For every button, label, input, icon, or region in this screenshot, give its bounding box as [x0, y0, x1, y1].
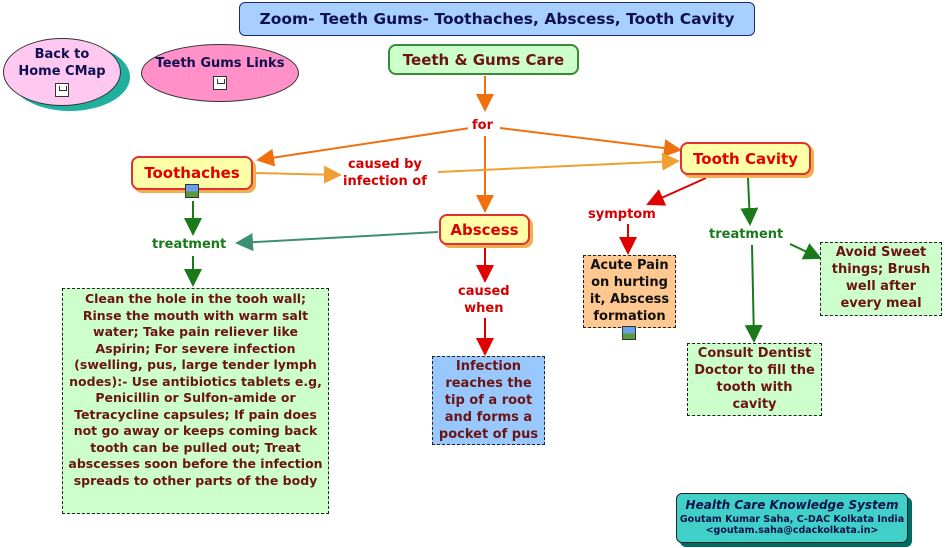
cavity-to-treatment-line	[740, 177, 759, 226]
treatment-to-avoid-line	[789, 243, 822, 260]
concept-teeth-gums-care[interactable]: Teeth & Gums Care	[388, 44, 579, 75]
credit-system: Health Care Knowledge System	[685, 498, 899, 512]
toothaches-image-icon[interactable]	[185, 184, 199, 198]
cmap-link-icon[interactable]	[55, 83, 69, 98]
back-home-label: Back to Home CMap	[18, 46, 106, 79]
back-home-button[interactable]: Back to Home CMap	[3, 38, 121, 106]
teeth-gums-links-button[interactable]: Teeth Gums Links	[141, 44, 299, 102]
link-for: for	[468, 118, 497, 135]
treatment-to-consult-line	[744, 244, 763, 343]
teeth-gums-links-label: Teeth Gums Links	[155, 56, 285, 72]
toothaches-label: Toothaches	[144, 164, 240, 182]
toothaches-to-caused-by-line	[254, 165, 342, 184]
note-consult-dentist: Consult Dentist Doctor to fill the tooth…	[687, 343, 822, 416]
symptom-image-icon[interactable]	[622, 326, 636, 340]
note-cavity-symptom: Acute Pain on hurting it, Abscess format…	[583, 255, 676, 328]
credit-box: Health Care Knowledge System Goutam Kuma…	[676, 493, 908, 543]
cavity-to-symptom-line	[646, 177, 707, 206]
link-treatment-cavity: treatment	[709, 227, 784, 244]
abscess-to-treatment-line	[235, 231, 439, 252]
link-caused-by-infection: caused by infection of	[343, 157, 427, 191]
cavity-symptom-text: Acute Pain on hurting it, Abscess format…	[589, 258, 670, 324]
note-avoid-sweet: Avoid Sweet things; Brush well after eve…	[820, 242, 942, 316]
credit-email: <goutam.saha@cdackolkata.in>	[705, 525, 879, 536]
tooth-cavity-label: Tooth Cavity	[693, 149, 798, 168]
note-abscess-cause: Infection reaches the tip of a root and …	[432, 356, 545, 445]
caused-by-to-cavity-line	[437, 152, 680, 173]
link-treatment-toothaches: treatment	[152, 237, 227, 254]
links-icon[interactable]	[213, 75, 227, 90]
link-symptom: symptom	[588, 207, 656, 224]
for-to-cavity-line	[499, 127, 682, 157]
for-to-toothaches-line	[256, 127, 471, 167]
abscess-label: Abscess	[450, 220, 519, 239]
link-caused-when: caused when	[458, 284, 510, 318]
concept-tooth-cavity[interactable]: Tooth Cavity	[680, 142, 811, 175]
credit-author: Goutam Kumar Saha, C-DAC Kolkata India	[679, 514, 905, 525]
note-toothache-treatment: Clean the hole in the tooh wall; Rinse t…	[62, 288, 329, 514]
concept-abscess[interactable]: Abscess	[439, 214, 530, 245]
page-title: Zoom- Teeth Gums- Toothaches, Abscess, T…	[239, 2, 755, 36]
